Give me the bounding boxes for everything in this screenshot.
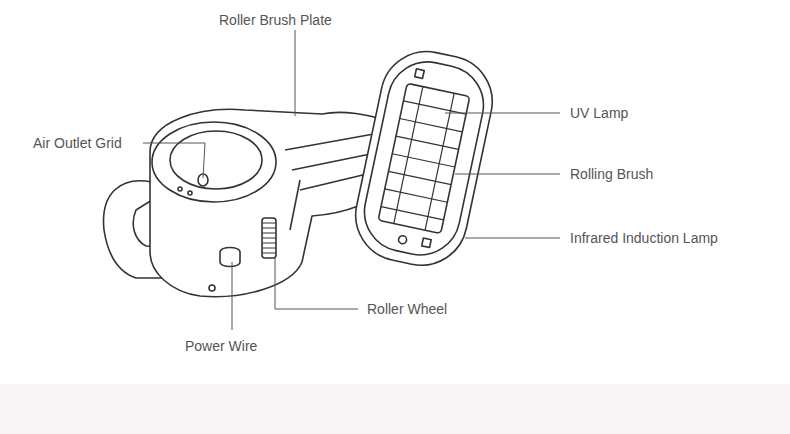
outlet-ring [152,122,276,202]
leader-line [465,238,560,239]
leader-line [445,113,560,114]
roller-wheel [262,218,276,258]
leader-line [455,174,560,175]
dot [188,191,192,195]
leader-line [275,258,358,309]
arm-rib [290,180,300,230]
part-label: Rolling Brush [570,166,653,182]
wheel-stripes [262,223,276,253]
leader-line [295,30,296,116]
part-label: Air Outlet Grid [33,135,122,151]
footer-band [0,384,790,434]
uv-lamp [415,69,424,78]
infrared-lamp [422,238,431,247]
outlet-grid [170,131,262,189]
brush-rails [394,87,454,231]
brush-slats [381,101,466,220]
brush-plate [347,43,501,274]
part-label: Roller Wheel [367,301,447,317]
part-label: Power Wire [185,338,257,354]
part-label: Infrared Induction Lamp [570,230,718,246]
part-label: UV Lamp [570,105,628,121]
brush-plate-inner [357,55,491,263]
power-socket [220,248,240,267]
sensor [398,235,407,244]
brush-frame [378,83,470,233]
leader-line [143,143,205,178]
part-label: Roller Brush Plate [219,12,332,28]
leader-line [232,262,233,330]
dot [178,187,182,191]
screw [209,285,215,291]
